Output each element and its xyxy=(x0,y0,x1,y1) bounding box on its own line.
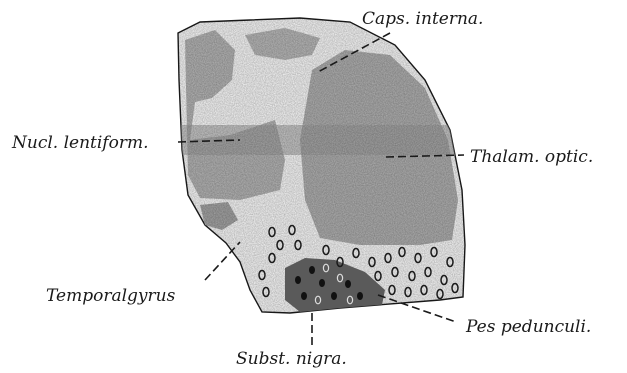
label-pes-pedunculi: Pes pedunculi. xyxy=(465,317,591,337)
label-thalam-optic: Thalam. optic. xyxy=(470,147,593,167)
label-nucl-lentiform: Nucl. lentiform. xyxy=(11,133,148,153)
label-temporalgyrus: Temporalgyrus xyxy=(46,286,176,306)
temporalgyrus-leader xyxy=(205,242,240,280)
label-subst-nigra: Subst. nigra. xyxy=(236,349,347,369)
label-caps-interna: Caps. interna. xyxy=(362,9,483,29)
tissue-section xyxy=(175,15,470,315)
